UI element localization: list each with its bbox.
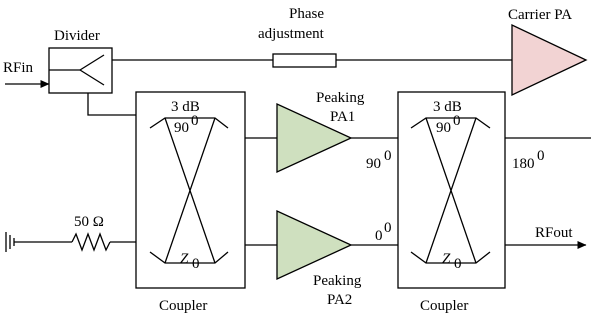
coupler-2-db-label: 3 dB <box>433 99 462 115</box>
rfout-label: RFout <box>535 225 573 241</box>
port-0-sup: 0 <box>384 220 392 236</box>
port-180-sup: 0 <box>537 148 545 164</box>
coupler-1-block <box>135 91 246 289</box>
coupler-1-db-label: 3 dB <box>171 99 200 115</box>
port-90-label: 90 <box>366 156 381 172</box>
ground-symbol <box>5 232 15 252</box>
peaking-pa1-label-1: Peaking <box>316 90 365 106</box>
port-0-label: 0 <box>375 228 383 244</box>
coupler-1-z-label: Z <box>180 251 189 267</box>
coupler-2-z-sub: 0 <box>454 256 462 272</box>
peaking-pa2-label-2: PA2 <box>327 292 352 308</box>
resistor-symbol <box>71 232 111 252</box>
carrier-pa-triangle <box>511 23 588 97</box>
coupler-2-block <box>397 91 506 289</box>
coupler-1-deg-sup: 0 <box>191 113 199 129</box>
coupler-1-z-sub: 0 <box>192 256 200 272</box>
port-180-label: 180 <box>512 156 535 172</box>
carrier-pa-label: Carrier PA <box>508 7 572 23</box>
coupler-2-deg-sup: 0 <box>453 113 461 129</box>
rfin-label: RFin <box>3 60 34 76</box>
peaking-pa1-label-2: PA1 <box>330 109 355 125</box>
coupler-2-deg-label: 90 <box>436 120 451 136</box>
coupler-2-z-label: Z <box>442 251 451 267</box>
phase-adjustment-label-2: adjustment <box>258 26 325 42</box>
coupler-2-name-label: Coupler <box>420 298 468 314</box>
divider-block <box>48 47 113 94</box>
peaking-pa2-label-1: Peaking <box>313 273 362 289</box>
coupler-1-deg-label: 90 <box>174 120 189 136</box>
phase-adjustment-label-1: Phase <box>289 6 324 22</box>
peaking-pa1-triangle <box>276 102 353 174</box>
divider-label: Divider <box>54 28 100 44</box>
peaking-pa2-triangle <box>276 209 353 281</box>
coupler-1-name-label: Coupler <box>159 298 207 314</box>
phase-adjustment-block <box>272 53 337 68</box>
resistor-label: 50 Ω <box>74 214 104 230</box>
divider-to-coupler-wire <box>87 93 136 116</box>
port-90-sup: 0 <box>384 148 392 164</box>
